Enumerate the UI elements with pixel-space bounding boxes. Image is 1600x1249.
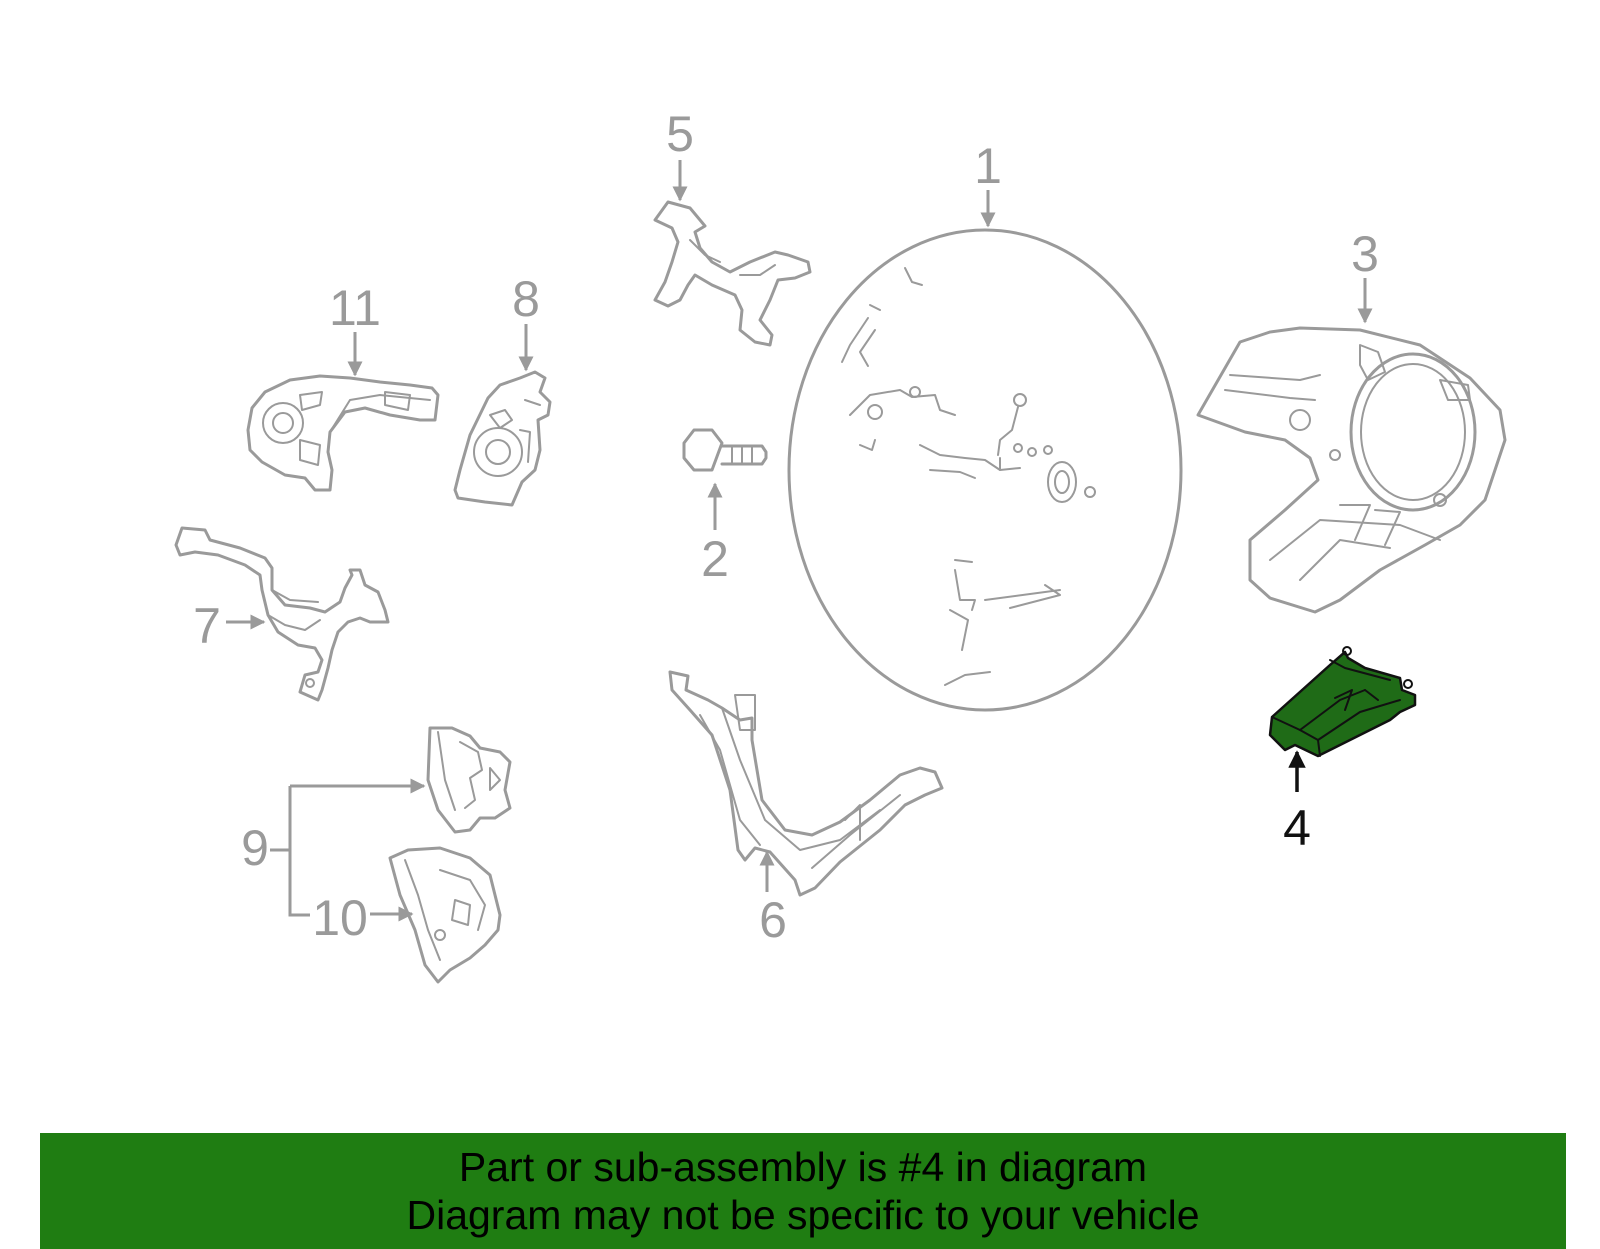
callout-5-label: 5	[666, 106, 694, 162]
callout-4-label: 4	[1283, 800, 1311, 856]
part-10-switch-panel[interactable]	[388, 846, 502, 984]
callout-7-label: 7	[193, 598, 221, 654]
part-2-bolt[interactable]	[682, 428, 768, 472]
banner-line-1: Part or sub-assembly is #4 in diagram	[458, 1144, 1148, 1190]
callout-10-label: 10	[312, 890, 368, 946]
info-banner: Part or sub-assembly is #4 in diagram Di…	[40, 1133, 1566, 1249]
part-4-highlighted-module[interactable]	[1268, 646, 1417, 758]
callout-2-label: 2	[701, 531, 729, 587]
part-3-trim-bezel[interactable]	[1196, 326, 1507, 614]
callout-9-bracket	[288, 786, 310, 917]
part-8-switch-assembly[interactable]	[453, 370, 552, 507]
callout-1-label: 1	[974, 138, 1002, 194]
callout-8-label: 8	[512, 271, 540, 327]
callout-11-label: 11	[329, 280, 381, 336]
part-11-switch-housing[interactable]	[246, 374, 440, 492]
callout-9-label: 9	[241, 820, 269, 876]
callout-6-label: 6	[759, 892, 787, 948]
part-9-switch-panel[interactable]	[426, 726, 512, 834]
part-5-upper-bracket[interactable]	[653, 200, 812, 347]
part-7-wire-harness[interactable]	[174, 526, 390, 702]
part-1-airbag-cover[interactable]	[787, 228, 1183, 712]
callout-3-label: 3	[1351, 226, 1379, 282]
part-6-lower-cover[interactable]	[668, 670, 944, 897]
banner-line-2: Diagram may not be specific to your vehi…	[406, 1192, 1200, 1238]
